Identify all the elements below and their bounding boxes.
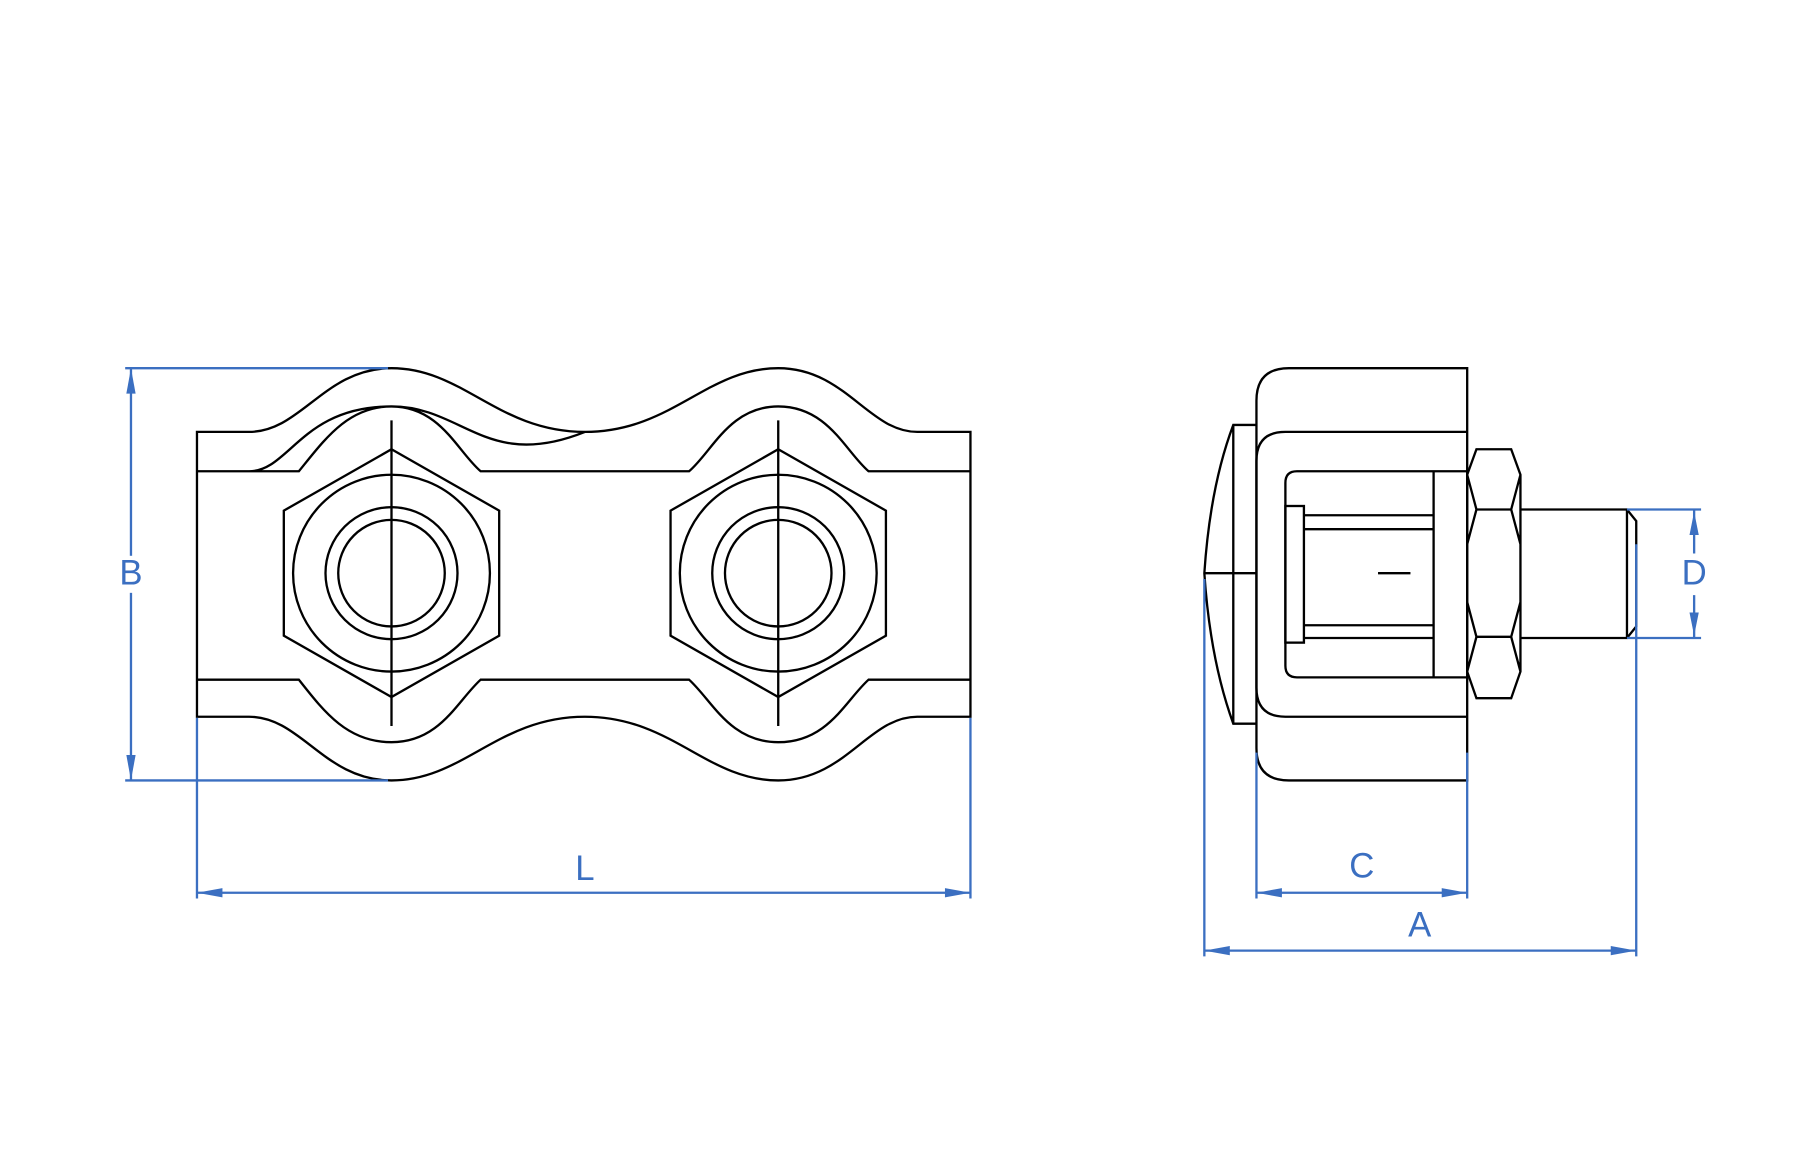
- side-view: [1203, 367, 1638, 782]
- dim-label-L: L: [575, 850, 594, 888]
- inner-cavity: [1284, 470, 1468, 679]
- dim-label-C: C: [1349, 848, 1374, 886]
- dim-label-A: A: [1408, 907, 1432, 945]
- threaded-shaft: [1520, 508, 1638, 640]
- lower-inner-wave: [196, 678, 971, 744]
- dimensions: B L C A D: [115, 367, 1707, 957]
- dim-label-D: D: [1682, 555, 1707, 593]
- dim-C: C: [1255, 752, 1469, 899]
- front-view: [195, 367, 972, 782]
- nut-right: [669, 420, 888, 726]
- clamp-side-body: [1255, 367, 1469, 782]
- bolt-head: [1203, 423, 1257, 725]
- upper-inner-wave: [196, 405, 971, 473]
- hex-nut-side: [1466, 448, 1522, 700]
- dim-D: D: [1626, 508, 1707, 640]
- nut-left: [282, 420, 501, 726]
- clamp-body-outline: [195, 367, 972, 782]
- dim-B: B: [115, 367, 389, 782]
- dim-A: A: [1203, 544, 1638, 957]
- dim-label-B: B: [119, 555, 142, 593]
- dim-L: L: [195, 717, 972, 899]
